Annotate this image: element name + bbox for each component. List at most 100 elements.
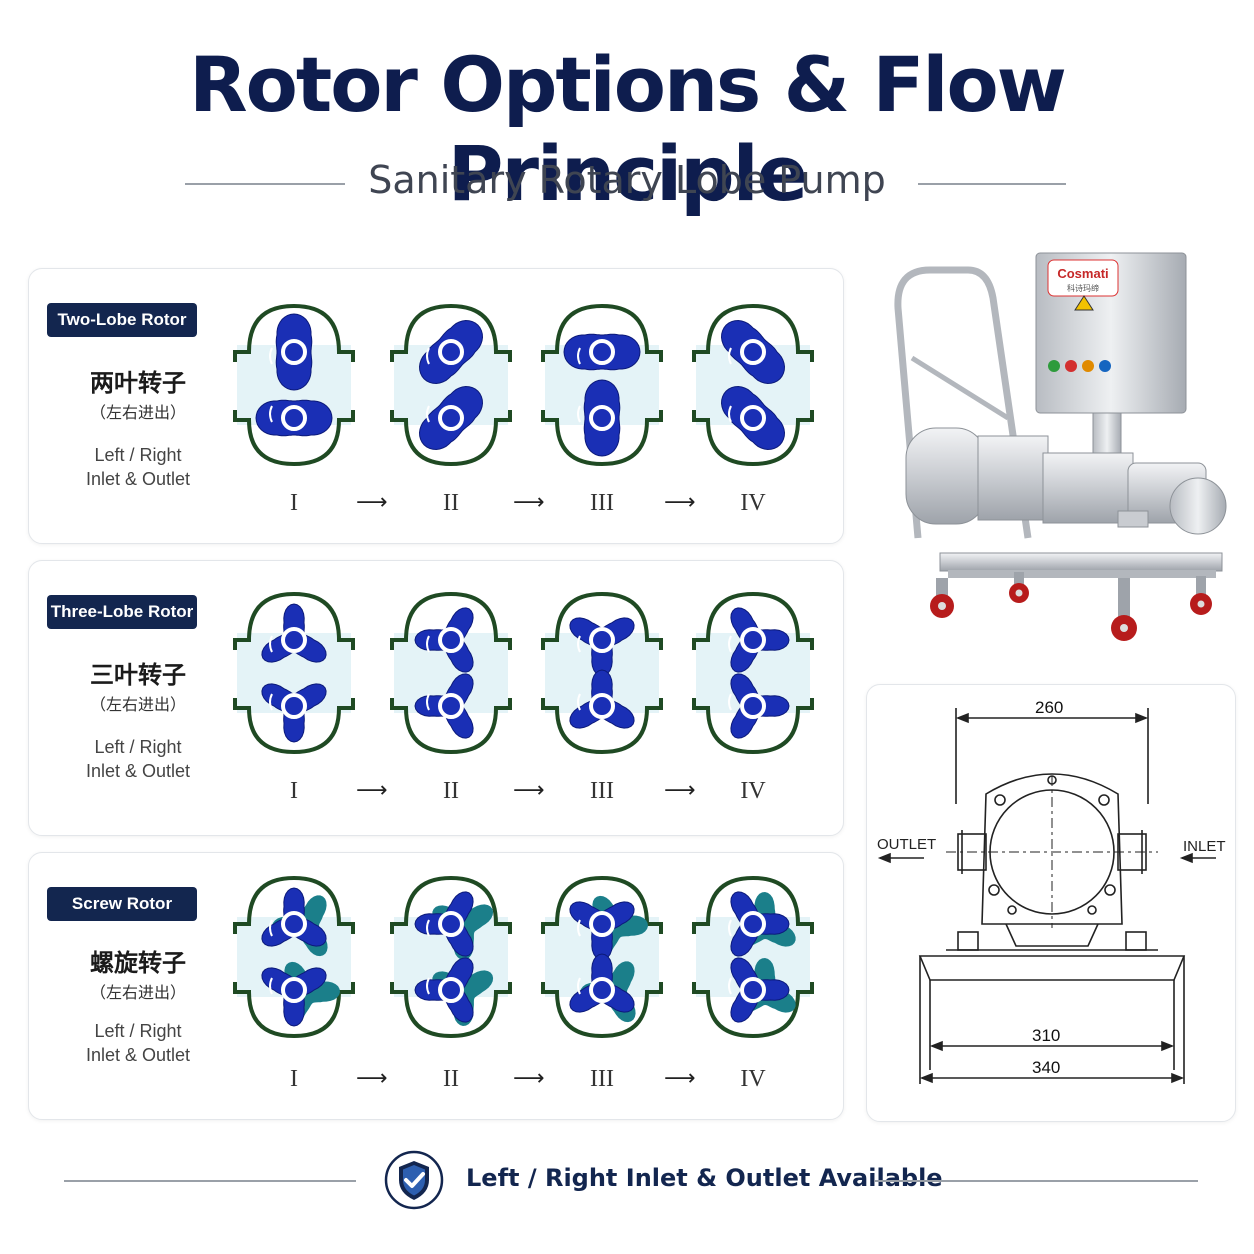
rotor-hub <box>438 693 464 719</box>
rotor-cn-name: 螺旋转子 <box>90 949 186 977</box>
rotation-arrow-icon <box>426 977 430 995</box>
rotor-stage-diagram <box>541 591 663 755</box>
rotor-en-line1: Left / Right <box>94 445 182 465</box>
rotation-arrow-icon <box>426 693 430 711</box>
stage-arrow-icon: ⟶ <box>513 490 545 515</box>
stage-label: III <box>590 1066 614 1092</box>
rotation-arrow-icon <box>577 405 581 423</box>
rotor-stage-diagram <box>233 303 355 467</box>
red-button-icon <box>1065 360 1077 372</box>
green-button-icon <box>1048 360 1060 372</box>
rotation-arrow-icon <box>577 977 581 995</box>
rotor-hub <box>438 627 464 653</box>
stage-arrow-icon: ⟶ <box>513 1066 545 1091</box>
brand-label: Cosmati <box>1057 266 1108 281</box>
rotation-arrow-icon <box>269 977 273 995</box>
rotation-arrow-icon <box>728 405 732 423</box>
page-subtitle: Sanitary Rotary Lobe Pump <box>368 158 886 202</box>
pump-casing <box>390 875 512 1039</box>
rotation-arrow-icon <box>426 405 430 423</box>
pump-casing <box>233 303 355 467</box>
rotation-arrow-icon <box>269 347 273 365</box>
rotor-hub <box>438 339 464 365</box>
pump-casing <box>692 591 814 755</box>
subtitle-left-rule <box>185 183 345 185</box>
wheel-icon <box>1111 578 1137 641</box>
rotor-cn-name: 三叶转子 <box>90 661 186 689</box>
rotor-hub <box>589 977 615 1003</box>
rotor-hub <box>438 911 464 937</box>
pump-casing <box>692 875 814 1039</box>
rotation-arrow-icon <box>269 693 273 711</box>
pump-casing <box>692 303 814 467</box>
stage-label: IV <box>740 1066 766 1092</box>
stage-label: II <box>443 490 459 516</box>
rotation-arrow-icon <box>728 977 732 995</box>
rotation-arrow-icon <box>269 635 273 653</box>
rotor-hub <box>438 405 464 431</box>
stage-arrow-icon: ⟶ <box>664 1066 696 1091</box>
stage-arrow-icon: ⟶ <box>664 778 696 803</box>
rotor-lobe <box>414 891 474 957</box>
rotor-en-line2: Inlet & Outlet <box>85 469 191 489</box>
rotor-hub <box>281 911 307 937</box>
rotor-stage-diagram <box>692 591 814 755</box>
subtitle-right-rule <box>918 183 1066 185</box>
wheel-icon <box>1009 572 1029 603</box>
rotor-hub <box>281 977 307 1003</box>
stage-arrow-icon: ⟶ <box>356 1066 388 1091</box>
stage-label: I <box>290 1066 298 1092</box>
stage-arrow-icon: ⟶ <box>356 490 388 515</box>
footer-left-rule <box>64 1180 356 1182</box>
motor <box>905 427 987 525</box>
dim-310: 310 <box>1032 1026 1061 1045</box>
dimension-drawing <box>877 708 1216 1084</box>
rotation-arrow-icon <box>728 693 732 711</box>
wheel-icon <box>930 578 954 618</box>
rotor-hub <box>281 339 307 365</box>
rotor-cn-name: 两叶转子 <box>90 369 186 397</box>
rotor-cn-sub: （左右进出） <box>89 403 186 422</box>
blue-button-icon <box>1099 360 1111 372</box>
rotor-hub <box>589 693 615 719</box>
rotor-stage-diagram <box>692 875 814 1039</box>
brand-cn-label: 科诗玛缔 <box>1067 283 1099 293</box>
stage-label: I <box>290 778 298 804</box>
rotor-lobe <box>583 379 621 457</box>
rotor-lobe <box>569 617 635 677</box>
page-title: Rotor Options & Flow Principle <box>189 40 1067 218</box>
rotor-hub <box>740 911 766 937</box>
rotor-stage-diagram <box>390 875 512 1039</box>
dim-260: 260 <box>1035 698 1064 717</box>
stage-label: II <box>443 778 459 804</box>
rotation-arrow-icon <box>728 635 732 653</box>
rotor-lobe <box>569 901 635 961</box>
pump-casing <box>390 591 512 755</box>
rotation-arrow-icon <box>577 693 581 711</box>
rotor-en-line1: Left / Right <box>94 1021 182 1041</box>
rotor-stage-diagram <box>541 303 663 467</box>
rotor-lobe <box>563 333 641 371</box>
rotation-arrow-icon <box>426 919 430 937</box>
pump-casing <box>233 875 355 1039</box>
pump-casing <box>233 591 355 755</box>
stage-label: III <box>590 778 614 804</box>
stage-arrow-icon: ⟶ <box>356 778 388 803</box>
pump-casing <box>390 303 512 467</box>
wheel-icon <box>1190 576 1212 615</box>
rotor-hub <box>281 693 307 719</box>
pump-casing <box>541 875 663 1039</box>
rotor-badge: Three-Lobe Rotor <box>47 595 197 629</box>
rotor-en-line1: Left / Right <box>94 737 182 757</box>
rotor-hub <box>589 405 615 431</box>
stage-label: IV <box>740 778 766 804</box>
stage-label: I <box>290 490 298 516</box>
footer-right-rule <box>874 1180 1198 1182</box>
subtitle-row: Sanitary Rotary Lobe Pump <box>0 158 1254 214</box>
rotor-lobe <box>569 953 635 1013</box>
rotor-hub <box>589 339 615 365</box>
rotor-en-line2: Inlet & Outlet <box>85 761 191 781</box>
rotor-lobe <box>261 683 327 743</box>
rotor-hub <box>740 405 766 431</box>
rotor-hub <box>281 405 307 431</box>
